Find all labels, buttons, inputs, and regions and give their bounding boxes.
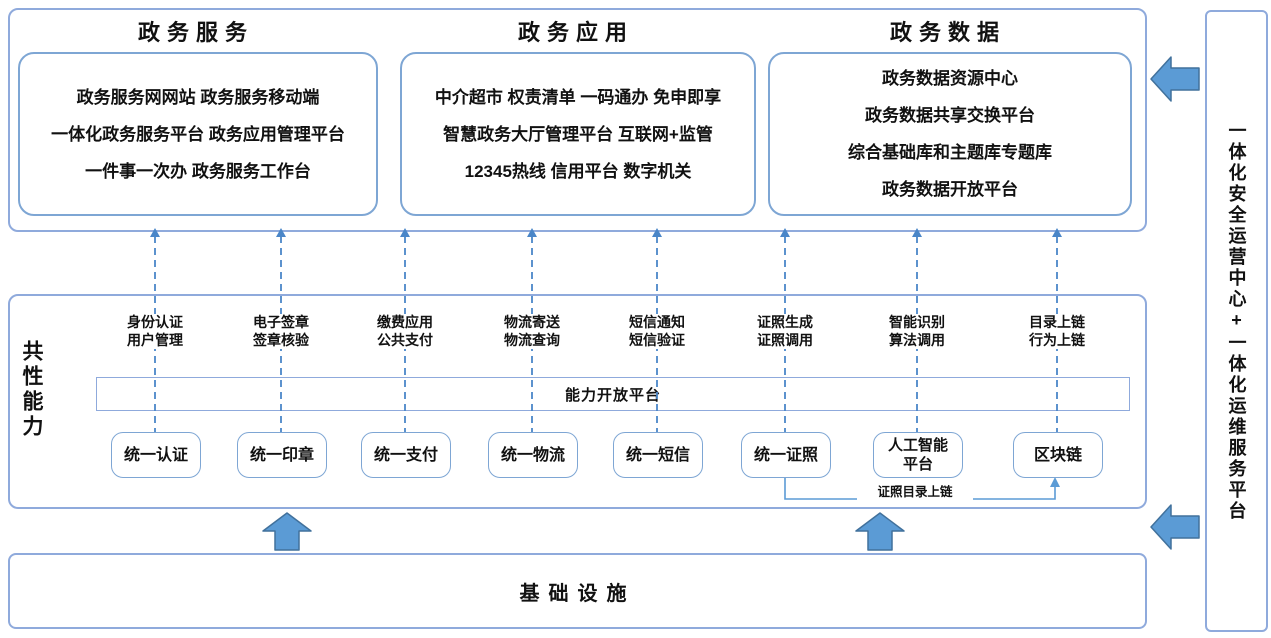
capability-pair-line: 智能识别 — [889, 314, 945, 330]
capability-pair-line: 行为上链 — [1029, 331, 1085, 348]
unified-capability-box-1: 统一印章 — [237, 432, 327, 478]
common-capabilities-label: 共性能力 — [20, 340, 43, 440]
capability-pair-label-4: 短信通知短信验证 — [595, 314, 719, 349]
capability-pair-label-3: 物流寄送物流查询 — [470, 314, 594, 349]
unified-capability-line: 统一物流 — [500, 446, 565, 464]
section-content-line: 一件事一次办 政务服务工作台 — [85, 161, 311, 181]
capability-pair-line: 缴费应用 — [377, 314, 433, 330]
left-block-arrow-icon — [1150, 56, 1200, 102]
capability-pair-label-6: 智能识别算法调用 — [855, 314, 979, 349]
left-block-arrow-icon — [1150, 504, 1200, 550]
capability-pair-line: 短信通知 — [629, 314, 685, 330]
capability-pair-line: 公共支付 — [377, 331, 433, 348]
unified-capability-box-3: 统一物流 — [488, 432, 578, 478]
security-ops-maintenance-label: 一体化安全运营中心+一体化运维服务平台 — [1226, 120, 1247, 522]
capability-pair-line: 用户管理 — [127, 331, 183, 348]
capability-pair-label-5: 证照生成证照调用 — [723, 314, 847, 349]
section-content-line: 政务数据开放平台 — [882, 180, 1018, 199]
capability-pair-line: 物流查询 — [504, 331, 560, 348]
up-block-arrow-icon — [262, 512, 312, 551]
unified-capability-line: 统一证照 — [753, 446, 818, 464]
unified-capability-line: 人工智能 — [887, 437, 948, 454]
unified-capability-line: 统一短信 — [625, 446, 690, 464]
capability-pair-line: 物流寄送 — [504, 314, 560, 330]
unified-capability-box-0: 统一认证 — [111, 432, 201, 478]
unified-capability-box-7: 区块链 — [1013, 432, 1103, 478]
unified-capability-line: 统一印章 — [249, 446, 314, 464]
unified-capability-line: 平台 — [902, 456, 933, 473]
section-title-gov-data: 政务数据 — [889, 20, 1006, 45]
section-content-line: 一体化政务服务平台 政务应用管理平台 — [51, 124, 345, 144]
capability-pair-line: 签章核验 — [253, 331, 309, 348]
unified-capability-line: 区块链 — [1033, 446, 1082, 464]
unified-capability-box-2: 统一支付 — [361, 432, 451, 478]
section-content-line: 政务数据共享交换平台 — [865, 106, 1035, 125]
capability-pair-label-1: 电子签章签章核验 — [219, 314, 343, 349]
section-content-line: 政务服务网网站 政务服务移动端 — [76, 87, 320, 107]
capability-pair-label-0: 身份认证用户管理 — [93, 314, 217, 349]
capability-pair-label-2: 缴费应用公共支付 — [343, 314, 467, 349]
license-catalog-chain-label: 证照目录上链 — [857, 485, 973, 500]
section-content-line: 政务数据资源中心 — [882, 69, 1018, 88]
capability-pair-line: 目录上链 — [1029, 314, 1085, 330]
security-ops-maintenance-panel: 一体化安全运营中心+一体化运维服务平台 — [1205, 10, 1268, 632]
section-content-line: 智慧政务大厅管理平台 互联网+监管 — [443, 124, 713, 144]
section-content-line: 中介超市 权责清单 一码通办 免申即享 — [434, 87, 722, 107]
capability-pair-line: 短信验证 — [629, 331, 685, 348]
capability-pair-line: 证照调用 — [757, 331, 813, 348]
gov-data-box: 政务数据资源中心政务数据共享交换平台综合基础库和主题库专题库政务数据开放平台 — [768, 52, 1132, 216]
section-content-line: 综合基础库和主题库专题库 — [848, 143, 1052, 162]
capability-pair-line: 算法调用 — [889, 331, 945, 348]
unified-capability-line: 统一认证 — [123, 446, 188, 464]
section-content-line: 12345热线 信用平台 数字机关 — [464, 161, 692, 181]
unified-capability-box-6: 人工智能平台 — [873, 432, 963, 478]
capability-pair-line: 身份认证 — [127, 314, 183, 330]
unified-capability-box-4: 统一短信 — [613, 432, 703, 478]
capability-pair-line: 电子签章 — [253, 314, 309, 330]
section-title-gov-applications: 政务应用 — [517, 20, 634, 45]
unified-capability-line: 统一支付 — [373, 446, 438, 464]
up-block-arrow-icon — [855, 512, 905, 551]
capability-pair-label-7: 目录上链行为上链 — [995, 314, 1119, 349]
infrastructure-box: 基础设施 — [8, 553, 1147, 629]
gov-services-box: 政务服务网网站 政务服务移动端一体化政务服务平台 政务应用管理平台一件事一次办 … — [18, 52, 378, 216]
gov-applications-box: 中介超市 权责清单 一码通办 免申即享智慧政务大厅管理平台 互联网+监管 1234… — [400, 52, 756, 216]
capability-open-platform-bar: 能力开放平台 — [96, 377, 1130, 411]
section-title-gov-services: 政务服务 — [137, 20, 254, 45]
capability-pair-line: 证照生成 — [757, 314, 813, 330]
unified-capability-box-5: 统一证照 — [741, 432, 831, 478]
